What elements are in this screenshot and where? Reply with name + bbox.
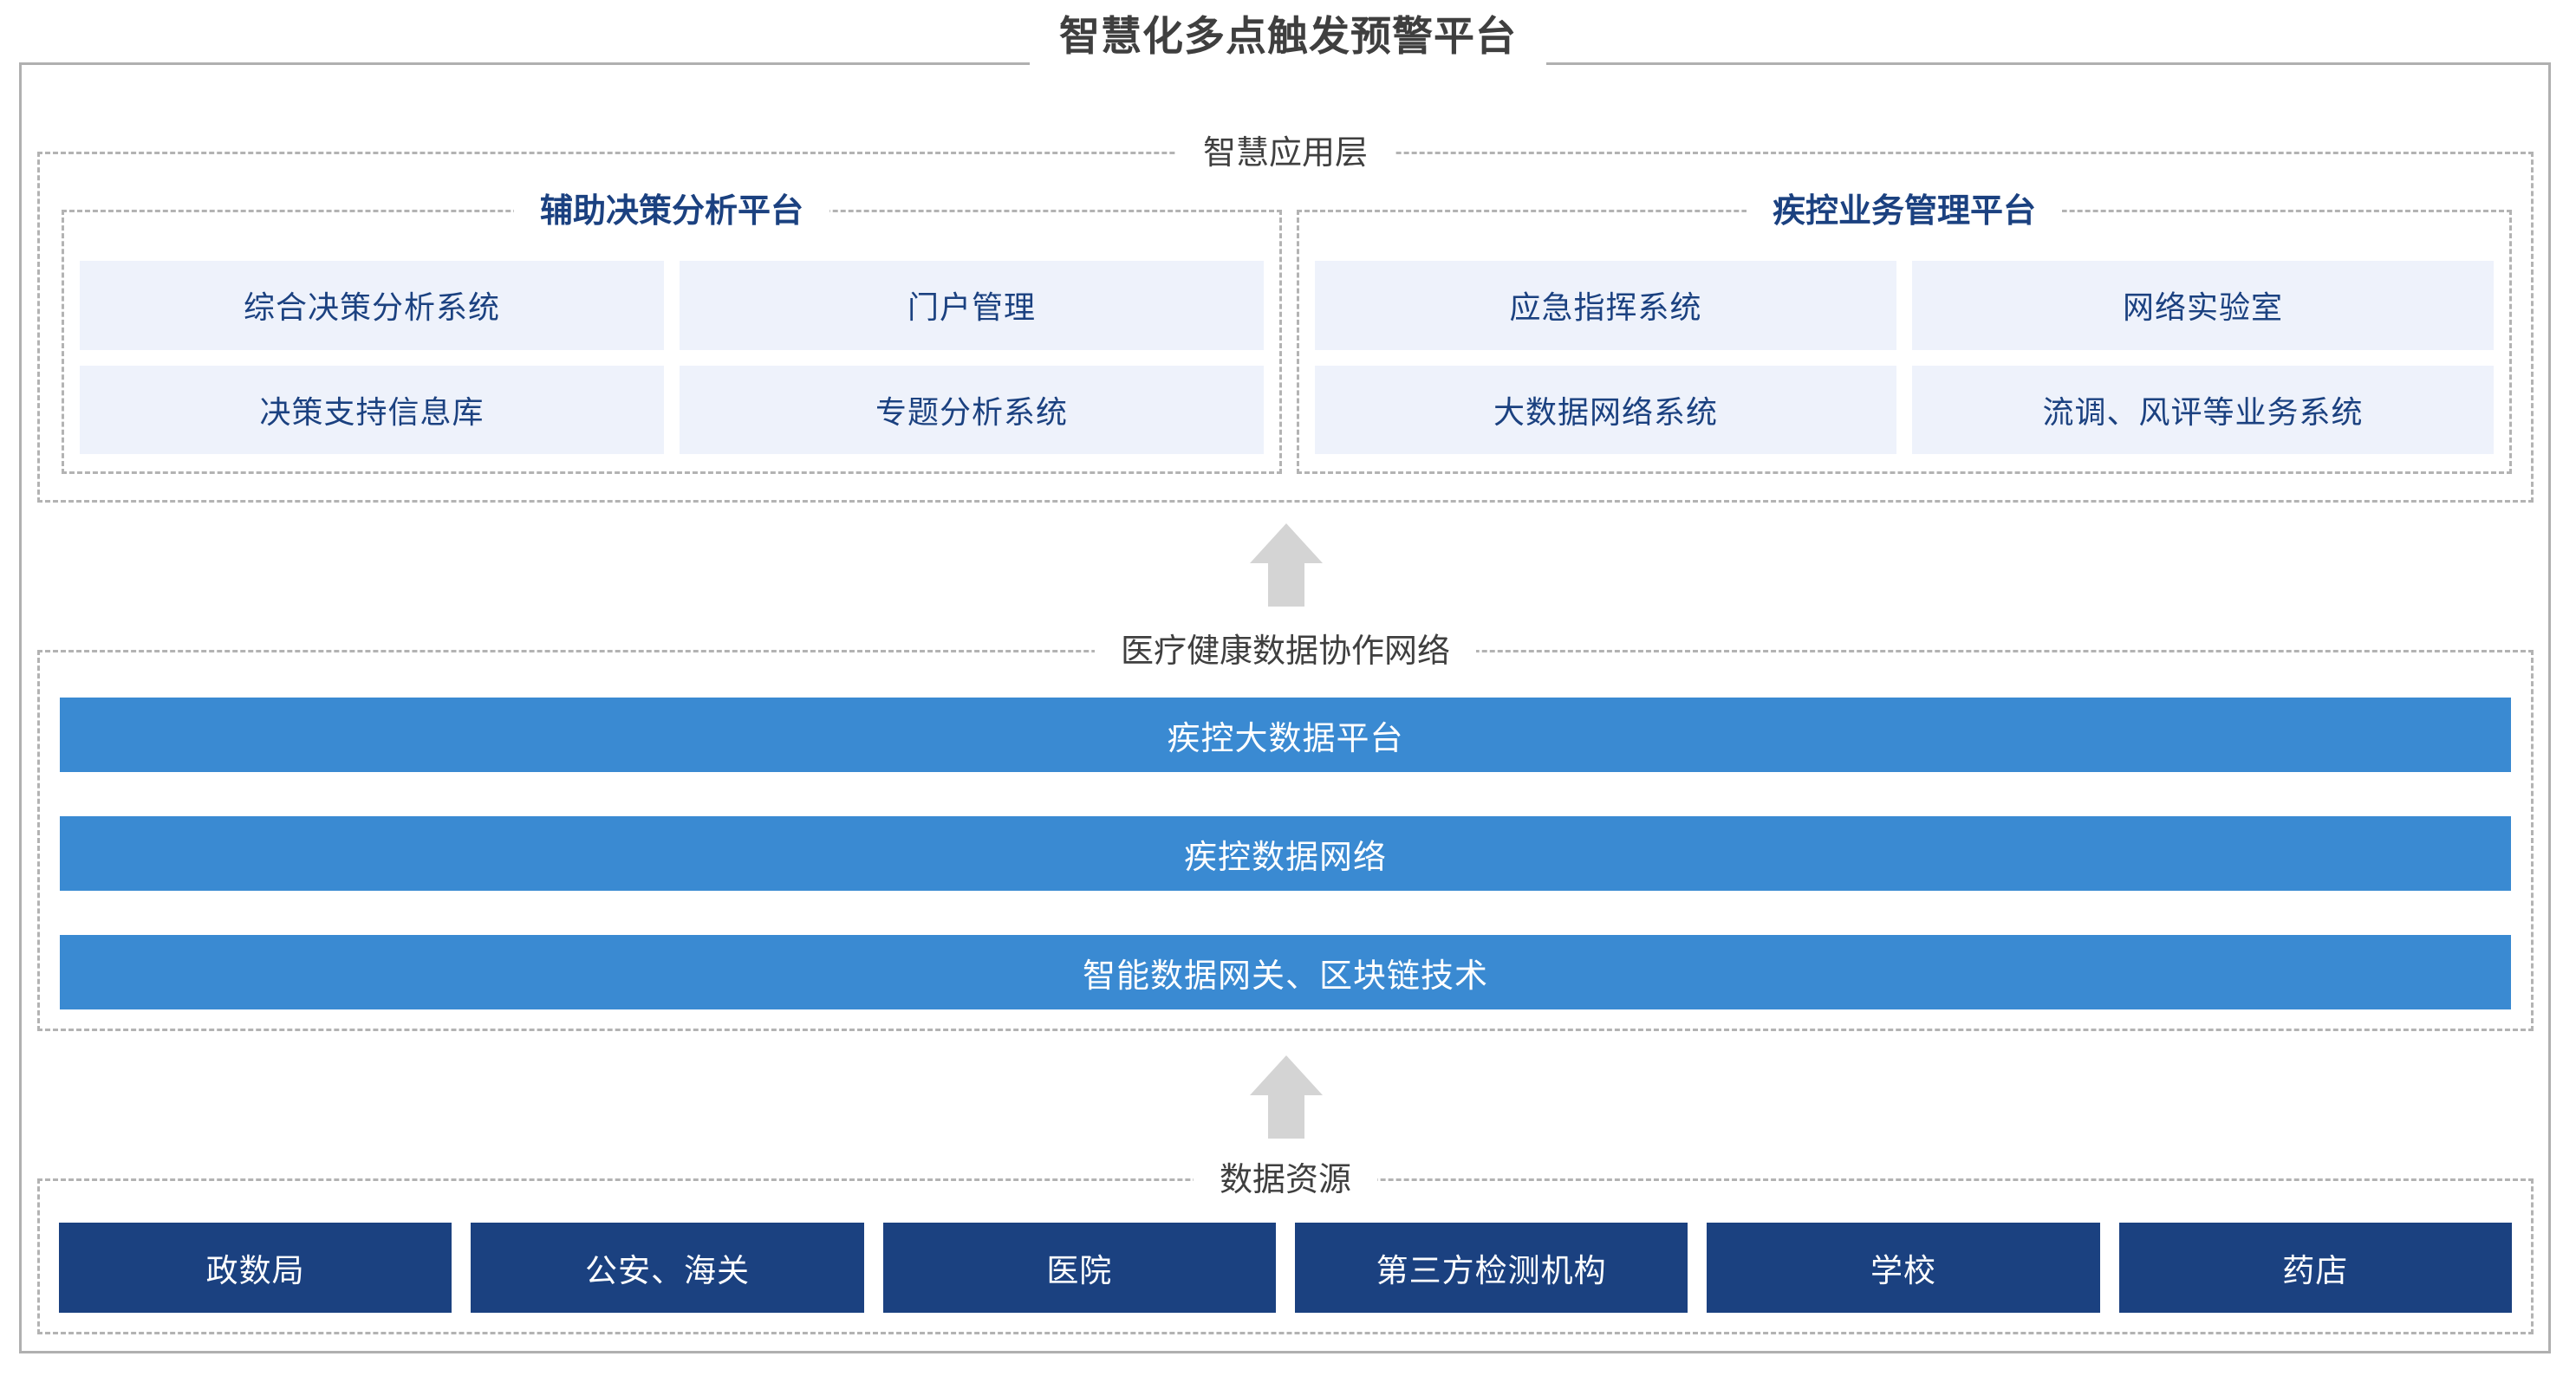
data-resource-caption: 数据资源: [1193, 1159, 1378, 1202]
app-card[interactable]: 门户管理: [680, 261, 1264, 350]
application-layer-panel: 智慧应用层 辅助决策分析平台 综合决策分析系统 门户管理 决策支持信息库 专题分…: [37, 132, 2534, 503]
data-source-row: 政数局 公安、海关 医院 第三方检测机构 学校 药店: [59, 1223, 2512, 1313]
decision-support-platform-caption: 辅助决策分析平台: [513, 190, 830, 233]
app-card[interactable]: 流调、风评等业务系统: [1912, 365, 2494, 454]
data-source-box[interactable]: 医院: [882, 1223, 1276, 1313]
data-resource-panel: 数据资源 政数局 公安、海关 医院 第三方检测机构 学校 药店: [37, 1159, 2534, 1334]
decision-support-platform-panel: 辅助决策分析平台 综合决策分析系统 门户管理 决策支持信息库 专题分析系统: [62, 190, 1282, 474]
cdc-business-management-platform-caption: 疾控业务管理平台: [1746, 190, 2063, 233]
network-bar[interactable]: 疾控数据网络: [60, 816, 2511, 891]
network-bar[interactable]: 疾控大数据平台: [60, 698, 2511, 772]
decision-support-card-grid: 综合决策分析系统 门户管理 决策支持信息库 专题分析系统: [80, 261, 1264, 454]
application-layer-caption: 智慧应用层: [1176, 132, 1395, 175]
app-card[interactable]: 专题分析系统: [680, 365, 1264, 454]
app-card[interactable]: 决策支持信息库: [80, 365, 664, 454]
arrow-up-icon: [1250, 1055, 1323, 1139]
cdc-business-management-platform-panel: 疾控业务管理平台 应急指挥系统 网络实验室 大数据网络系统 流调、风评等业务系统: [1297, 190, 2512, 474]
data-source-box[interactable]: 学校: [1707, 1223, 2100, 1313]
network-bar-stack: 疾控大数据平台 疾控数据网络 智能数据网关、区块链技术: [60, 698, 2511, 1009]
data-source-box[interactable]: 公安、海关: [471, 1223, 864, 1313]
app-card[interactable]: 应急指挥系统: [1315, 261, 1896, 350]
cdc-business-card-grid: 应急指挥系统 网络实验室 大数据网络系统 流调、风评等业务系统: [1315, 261, 2494, 454]
health-data-network-caption: 医疗健康数据协作网络: [1094, 630, 1477, 673]
data-source-box[interactable]: 药店: [2118, 1223, 2512, 1313]
arrow-up-icon: [1250, 523, 1323, 607]
data-source-box[interactable]: 政数局: [59, 1223, 452, 1313]
app-card[interactable]: 网络实验室: [1912, 261, 2494, 350]
app-card[interactable]: 大数据网络系统: [1315, 365, 1896, 454]
app-card[interactable]: 综合决策分析系统: [80, 261, 664, 350]
data-source-box[interactable]: 第三方检测机构: [1294, 1223, 1688, 1313]
health-data-network-panel: 医疗健康数据协作网络 疾控大数据平台 疾控数据网络 智能数据网关、区块链技术: [37, 630, 2534, 1031]
network-bar[interactable]: 智能数据网关、区块链技术: [60, 935, 2511, 1009]
